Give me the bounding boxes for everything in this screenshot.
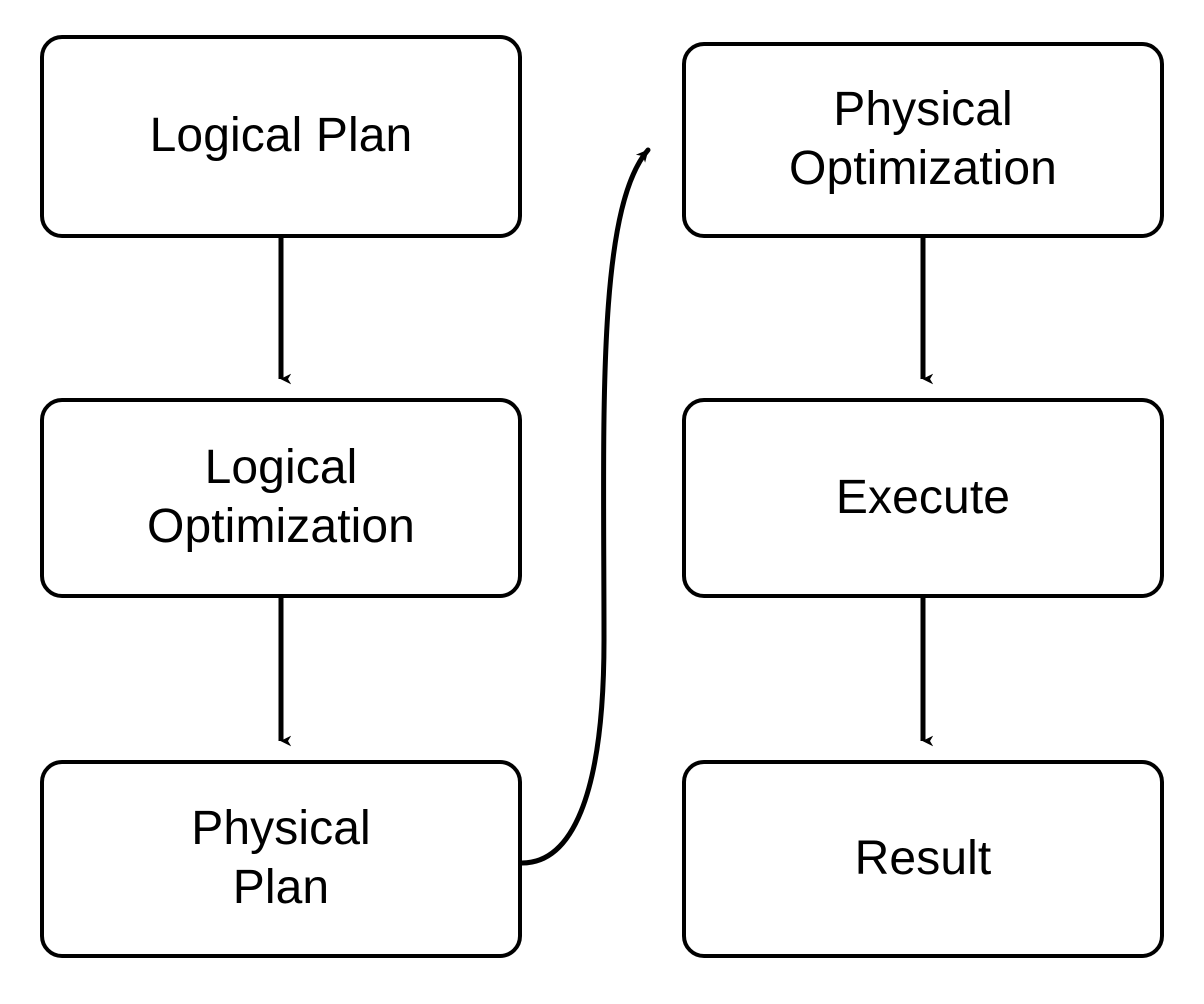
node-physical-optimization[interactable]: Physical Optimization	[682, 42, 1164, 238]
node-result-label: Result	[854, 831, 992, 885]
node-logical-optimization[interactable]: Logical Optimization	[40, 398, 522, 598]
node-physical-plan-label: Physical Plan	[191, 802, 371, 914]
edge-physical-plan-to-physical-optimization	[519, 147, 651, 866]
node-execute-label: Execute	[835, 470, 1011, 524]
node-physical-plan[interactable]: Physical Plan	[40, 760, 522, 958]
node-physical-optimization-label: Physical Optimization	[789, 83, 1057, 195]
node-logical-plan[interactable]: Logical Plan	[40, 35, 522, 238]
node-logical-optimization-label: Logical Optimization	[147, 441, 415, 553]
node-logical-plan-label: Logical Plan	[149, 109, 413, 163]
node-execute[interactable]: Execute	[682, 398, 1164, 598]
node-result[interactable]: Result	[682, 760, 1164, 958]
